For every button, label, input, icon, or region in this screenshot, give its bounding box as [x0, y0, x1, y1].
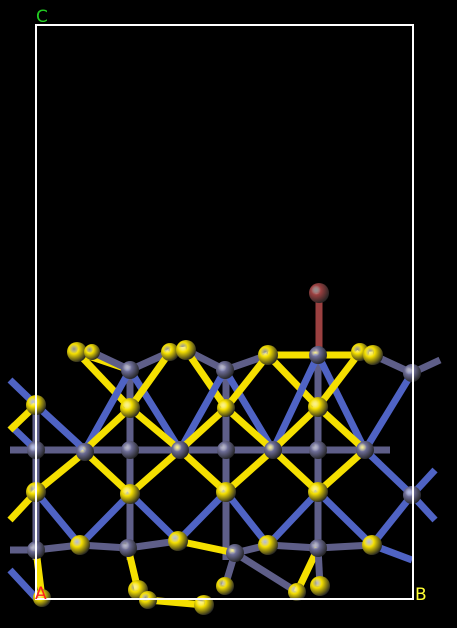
bond	[362, 371, 415, 452]
bond	[183, 348, 229, 410]
bond	[7, 567, 39, 601]
bond	[33, 449, 88, 495]
sulfur-atom	[362, 535, 382, 555]
bond	[270, 447, 321, 495]
metal-atom	[356, 441, 374, 459]
metal-atom	[309, 441, 327, 459]
bond	[127, 447, 183, 497]
bond	[265, 489, 321, 548]
bond	[74, 349, 133, 411]
bond	[265, 352, 321, 410]
bond	[127, 368, 183, 452]
bond	[369, 492, 415, 548]
sulfur-atom	[84, 344, 100, 360]
sulfur-atom	[120, 484, 140, 504]
bond	[233, 550, 299, 595]
bond	[223, 489, 271, 548]
sulfur-atom	[176, 340, 196, 360]
bond	[315, 349, 363, 410]
bond	[33, 402, 88, 453]
bond	[82, 449, 133, 497]
metal-atom	[119, 539, 137, 557]
sulfur-atom	[308, 397, 328, 417]
axis-label-c: C	[36, 7, 48, 27]
metal-atom	[121, 361, 139, 379]
bond	[77, 491, 133, 548]
bond	[221, 368, 277, 452]
sulfur-atom	[363, 345, 383, 365]
sulfur-atom	[288, 583, 306, 601]
sulfur-atom	[168, 531, 188, 551]
bond	[315, 447, 368, 495]
bond	[270, 404, 321, 453]
atom-layer	[26, 283, 421, 615]
sulfur-atom	[120, 398, 140, 418]
bond	[175, 489, 229, 544]
bond	[223, 352, 271, 411]
metal-atom	[76, 443, 94, 461]
bond	[127, 349, 173, 411]
metal-atom	[171, 441, 189, 459]
bond	[177, 405, 229, 453]
metal-atom	[217, 441, 235, 459]
sulfur-atom	[308, 482, 328, 502]
bond	[315, 489, 375, 548]
sulfur-atom	[67, 342, 87, 362]
bond	[223, 405, 276, 453]
bond	[127, 491, 181, 544]
bond	[223, 447, 276, 495]
metal-atom	[309, 539, 327, 557]
adsorbate-atom	[309, 283, 329, 303]
axis-label-a: A	[35, 584, 47, 604]
sulfur-atom	[216, 577, 234, 595]
bond	[362, 447, 415, 498]
bond	[177, 447, 229, 495]
sulfur-atom	[217, 399, 235, 417]
bond	[127, 405, 183, 453]
metal-atom	[264, 441, 282, 459]
sulfur-atom	[216, 482, 236, 502]
sulfur-atom	[258, 345, 278, 365]
bond	[33, 489, 83, 548]
sulfur-atom	[310, 576, 330, 596]
bond	[315, 404, 368, 453]
bond	[82, 405, 133, 453]
unit-cell-outline	[35, 24, 414, 600]
metal-atom	[226, 544, 244, 562]
bond	[176, 368, 229, 452]
metal-atom	[121, 441, 139, 459]
bond	[314, 353, 369, 452]
metal-atom	[309, 346, 327, 364]
sulfur-atom	[258, 535, 278, 555]
axis-label-b: B	[415, 585, 427, 605]
sulfur-atom	[161, 343, 179, 361]
bond	[269, 353, 322, 452]
metal-atom	[216, 361, 234, 379]
bond	[81, 368, 134, 452]
sulfur-atom	[70, 535, 90, 555]
